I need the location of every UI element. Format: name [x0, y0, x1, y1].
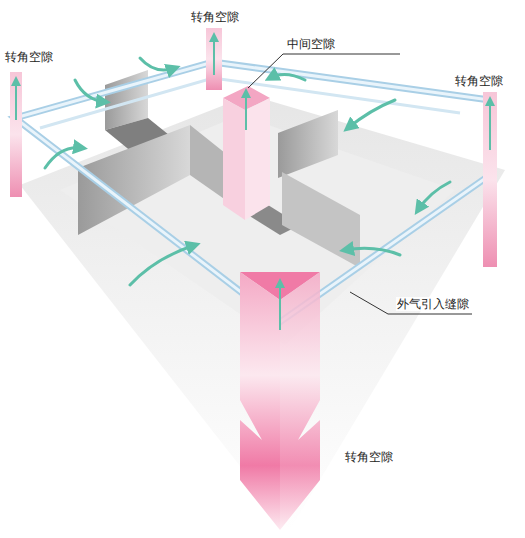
- part-label: 转角空隙: [4, 50, 54, 64]
- leader-line: [350, 292, 472, 314]
- part-label: 中间空隙: [286, 37, 336, 51]
- middle-void: [245, 98, 270, 220]
- air-arrow: [489, 100, 491, 150]
- corner-void: [206, 28, 222, 90]
- air-arrow: [279, 282, 281, 330]
- corner-void: [483, 92, 497, 267]
- corner-void: [240, 272, 280, 530]
- corner-void: [280, 272, 320, 530]
- air-flow-arrows: [45, 58, 450, 285]
- leader-line: [248, 54, 400, 88]
- wall: [278, 110, 338, 178]
- part-label: 转角空隙: [344, 450, 394, 464]
- corner-void: [10, 72, 22, 197]
- part-label: 转角空隙: [454, 74, 504, 88]
- air-arrow: [213, 36, 215, 75]
- part-label: 外气引入缝隙: [396, 297, 470, 311]
- wall: [282, 172, 360, 268]
- air-arrow: [245, 92, 247, 130]
- air-arrow: [15, 80, 17, 120]
- floor-slab: [20, 95, 505, 530]
- middle-void: [223, 98, 245, 220]
- part-label: 转角空隙: [190, 10, 240, 24]
